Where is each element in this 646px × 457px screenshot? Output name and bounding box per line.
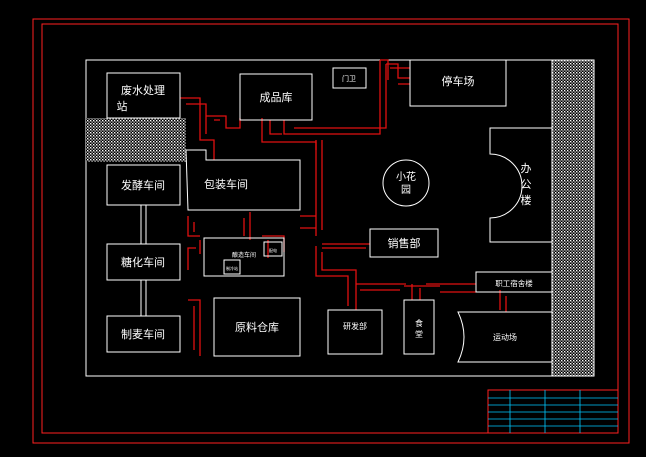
fermentation-building bbox=[106, 164, 181, 206]
packaging-building bbox=[185, 149, 301, 211]
garden-label-line1: 小花 bbox=[396, 170, 416, 183]
brewhouse-sub-b bbox=[263, 241, 283, 257]
gate-building bbox=[332, 67, 367, 89]
fermentation-label: 发酵车间 bbox=[121, 178, 165, 192]
wastewater-label-line1: 废水处理 bbox=[121, 83, 165, 97]
parking-label: 停车场 bbox=[442, 74, 475, 88]
brewhouse-building bbox=[203, 237, 285, 277]
wastewater-label-line2: 站 bbox=[117, 99, 128, 113]
raw-warehouse-building bbox=[213, 297, 301, 357]
malting-building bbox=[106, 315, 181, 353]
rnd-building bbox=[327, 309, 383, 355]
parking-lot bbox=[409, 59, 507, 107]
finished-goods-building bbox=[239, 73, 313, 121]
office-label-char3: 楼 bbox=[521, 193, 532, 207]
raw-warehouse-label: 原料仓库 bbox=[235, 320, 279, 334]
saccharification-building bbox=[106, 243, 181, 281]
title-block bbox=[487, 389, 619, 434]
brewhouse-label: 酿造车间 bbox=[232, 251, 256, 259]
green-belt-east bbox=[551, 59, 595, 377]
dormitory-label: 职工宿舍楼 bbox=[495, 278, 533, 288]
packaging-label: 包装车间 bbox=[204, 177, 248, 191]
saccharification-label: 糖化车间 bbox=[121, 255, 165, 269]
brewhouse-sub-a bbox=[223, 259, 241, 275]
sports-field bbox=[457, 311, 553, 363]
malting-label: 制麦车间 bbox=[121, 327, 165, 341]
office-label-char1: 办 bbox=[521, 162, 532, 175]
garden bbox=[382, 159, 430, 207]
brewhouse-sub-a-label: 制冷站 bbox=[226, 265, 238, 271]
inner-frame bbox=[41, 23, 619, 434]
sports-label: 运动场 bbox=[493, 332, 517, 342]
outer-frame bbox=[32, 18, 630, 444]
canteen-label-char2: 堂 bbox=[415, 329, 423, 339]
garden-label-line2: 园 bbox=[401, 184, 411, 196]
wastewater-building bbox=[106, 72, 181, 119]
roads bbox=[180, 59, 507, 356]
dormitory-building bbox=[475, 271, 553, 293]
canteen-label-char1: 食 bbox=[415, 318, 423, 328]
rnd-label: 研发部 bbox=[343, 321, 367, 331]
office-label-char2: 公 bbox=[521, 178, 532, 191]
finished-goods-label: 成品库 bbox=[260, 91, 293, 104]
sales-label: 销售部 bbox=[388, 236, 421, 250]
brewhouse-sub-b-label: 配电 bbox=[269, 247, 277, 253]
office-building bbox=[489, 127, 553, 243]
sales-building bbox=[369, 228, 439, 258]
canteen-building bbox=[403, 299, 435, 355]
gate-label: 门卫 bbox=[342, 74, 356, 83]
green-belt-west bbox=[86, 118, 186, 162]
